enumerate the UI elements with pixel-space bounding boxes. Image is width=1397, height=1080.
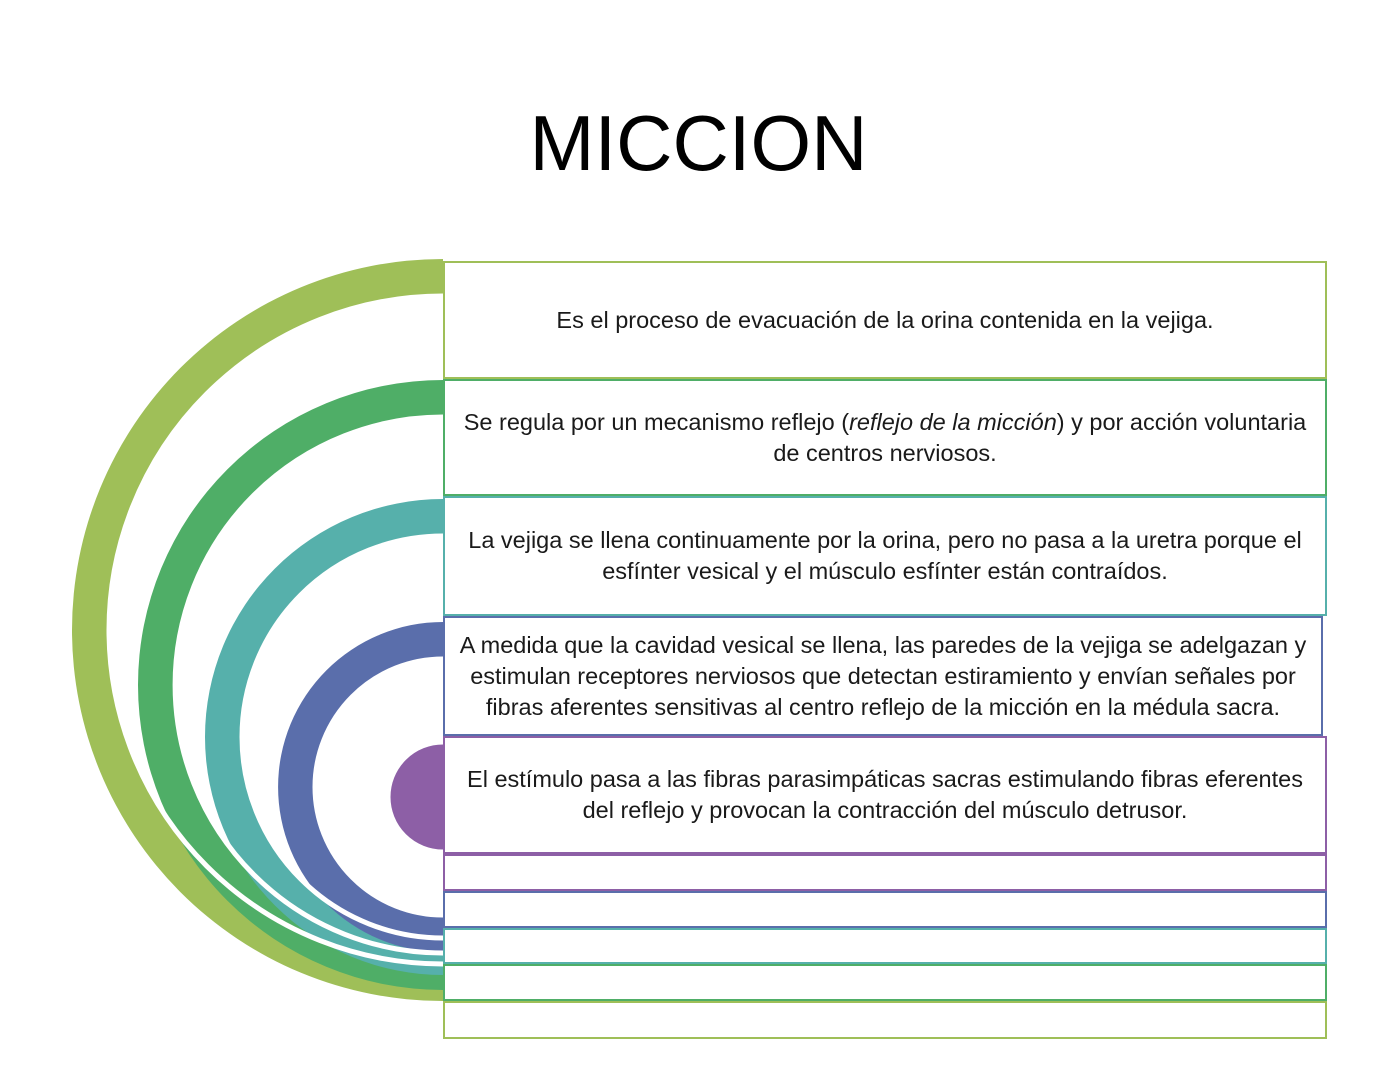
ring-separator-3 — [239, 533, 444, 941]
table-row[interactable]: Es el proceso de evacuación de la orina … — [443, 261, 1327, 379]
table-row[interactable]: A medida que la cavidad vesical se llena… — [443, 616, 1323, 736]
table-row[interactable]: El estímulo pasa a las fibras parasimpát… — [443, 736, 1327, 854]
ring-separator-2 — [172, 414, 444, 956]
row-text: A medida que la cavidad vesical se llena… — [459, 631, 1307, 720]
row-text: Se regula por un mecanismo reflejo (refl… — [463, 408, 1307, 466]
table-row[interactable] — [443, 964, 1327, 1001]
table-row[interactable] — [443, 1001, 1327, 1039]
row-text: La vejiga se llena continuamente por la … — [468, 527, 1302, 584]
row-text: Es el proceso de evacuación de la orina … — [556, 306, 1214, 333]
ring-4-blue — [278, 622, 443, 952]
page-title: MICCION — [529, 99, 868, 187]
ring-1-outer-green — [72, 259, 443, 1001]
ring-separator-5 — [385, 739, 444, 855]
ring-5-inner-purple — [388, 742, 443, 852]
table-row[interactable] — [443, 891, 1327, 928]
table-row[interactable]: La vejiga se llena continuamente por la … — [443, 496, 1327, 616]
ring-separator-1 — [106, 293, 444, 967]
table-row[interactable] — [443, 928, 1327, 964]
table-row[interactable]: Se regula por un mecanismo reflejo (refl… — [443, 379, 1327, 496]
ring-3-teal — [205, 499, 443, 975]
row-text: El estímulo pasa a las fibras parasimpát… — [467, 766, 1303, 823]
table-row[interactable] — [443, 854, 1327, 891]
ring-2-emerald — [138, 380, 443, 990]
ring-separator-4 — [312, 656, 444, 918]
